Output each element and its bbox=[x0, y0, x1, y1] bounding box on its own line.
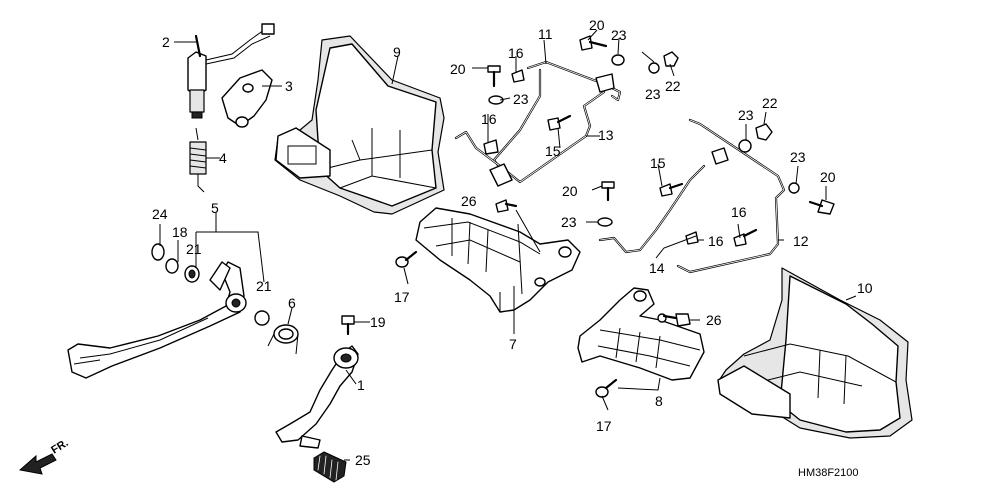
callout-5: 5 bbox=[211, 200, 219, 216]
callout-6: 6 bbox=[288, 295, 296, 311]
callout-20-c: 20 bbox=[562, 183, 578, 199]
callout-23-e: 23 bbox=[738, 107, 754, 123]
footwell-guard-right bbox=[717, 267, 913, 439]
callout-14: 14 bbox=[649, 260, 665, 276]
callout-26-a: 26 bbox=[461, 193, 477, 209]
bolt-20-b bbox=[579, 35, 608, 51]
clip-24 bbox=[151, 243, 165, 261]
footwell-guard-left bbox=[274, 35, 445, 215]
callout-23-f: 23 bbox=[790, 149, 806, 165]
callout-4: 4 bbox=[219, 150, 227, 166]
callout-23-b: 23 bbox=[611, 27, 627, 43]
nut-22-b bbox=[755, 123, 773, 141]
guard-stay-rods bbox=[454, 60, 786, 274]
callout-22-a: 22 bbox=[665, 78, 681, 94]
washer-23-e bbox=[788, 182, 800, 194]
shift-pedal-rubber bbox=[313, 451, 347, 483]
callout-23-a: 23 bbox=[513, 91, 529, 107]
callout-9: 9 bbox=[393, 44, 401, 60]
callout-25: 25 bbox=[355, 452, 371, 468]
washer-23-a bbox=[488, 95, 504, 105]
front-arrow-icon bbox=[18, 453, 57, 475]
bolt-20-a bbox=[487, 65, 501, 88]
washer-23-f bbox=[597, 217, 613, 227]
callout-15-b: 15 bbox=[650, 155, 666, 171]
callout-21-a: 21 bbox=[186, 241, 202, 257]
bolt-16-c bbox=[733, 228, 758, 247]
callout-21-b: 21 bbox=[256, 278, 272, 294]
front-direction-label: FR. bbox=[49, 437, 70, 457]
callout-15-a: 15 bbox=[545, 143, 561, 159]
washer-23-c bbox=[648, 62, 660, 74]
return-spring bbox=[189, 127, 207, 193]
bolt-15-b bbox=[659, 182, 684, 197]
callout-23-d: 23 bbox=[561, 214, 577, 230]
brake-switch bbox=[187, 23, 275, 119]
pedal-spring bbox=[267, 324, 299, 355]
callout-16-d: 16 bbox=[708, 233, 724, 249]
bolt-26-a bbox=[495, 199, 518, 213]
callout-23-c: 23 bbox=[645, 86, 661, 102]
bolt-20-c bbox=[601, 181, 615, 202]
callout-11: 11 bbox=[538, 26, 553, 42]
callout-20-d: 20 bbox=[820, 169, 836, 185]
callout-20-a: 20 bbox=[450, 61, 466, 77]
callout-24: 24 bbox=[152, 206, 168, 222]
callout-2: 2 bbox=[162, 34, 170, 50]
callout-16-a: 16 bbox=[508, 45, 524, 61]
footpeg-bracket-left bbox=[415, 207, 581, 313]
callout-16-b: 16 bbox=[481, 111, 497, 127]
callout-10: 10 bbox=[857, 280, 873, 296]
drawing-code: HM38F2100 bbox=[798, 467, 859, 479]
bolt-17-a bbox=[395, 250, 418, 268]
callout-1: 1 bbox=[357, 377, 365, 393]
callout-13: 13 bbox=[598, 127, 614, 143]
nut-22-a bbox=[663, 51, 679, 67]
callout-18: 18 bbox=[172, 224, 188, 240]
callout-20-b: 20 bbox=[589, 17, 605, 33]
switch-bracket bbox=[221, 69, 273, 128]
front-direction-indicator: FR. bbox=[18, 437, 71, 475]
washer-23-b bbox=[611, 54, 625, 66]
bolt-15-a bbox=[547, 114, 572, 131]
footpeg-bracket-right bbox=[577, 287, 705, 381]
callout-7: 7 bbox=[509, 336, 517, 352]
bolt-17-b bbox=[595, 378, 618, 398]
callout-labels: 2 3 4 5 24 18 21 21 6 19 1 25 9 20 16 23… bbox=[152, 17, 873, 468]
washer-23-d bbox=[738, 139, 752, 153]
callout-26-b: 26 bbox=[706, 312, 722, 328]
callout-3: 3 bbox=[285, 78, 293, 94]
callout-17-b: 17 bbox=[596, 418, 612, 434]
callout-16-c: 16 bbox=[731, 204, 747, 220]
shift-pedal bbox=[275, 345, 359, 449]
bushing-21-b bbox=[254, 310, 270, 326]
bolt-16-b bbox=[483, 139, 499, 155]
washer-18 bbox=[165, 258, 179, 274]
bolt-19 bbox=[341, 315, 355, 336]
bolt-26-b bbox=[662, 313, 691, 327]
leader-lines bbox=[159, 29, 857, 461]
callout-12: 12 bbox=[793, 233, 809, 249]
fasteners bbox=[151, 35, 835, 398]
bolt-16-a bbox=[511, 69, 525, 83]
callout-8: 8 bbox=[655, 393, 663, 409]
callout-17-a: 17 bbox=[394, 289, 410, 305]
callout-22-b: 22 bbox=[762, 95, 778, 111]
brake-pedal bbox=[67, 261, 247, 379]
bolt-20-d bbox=[808, 199, 835, 215]
callout-19: 19 bbox=[370, 314, 386, 330]
